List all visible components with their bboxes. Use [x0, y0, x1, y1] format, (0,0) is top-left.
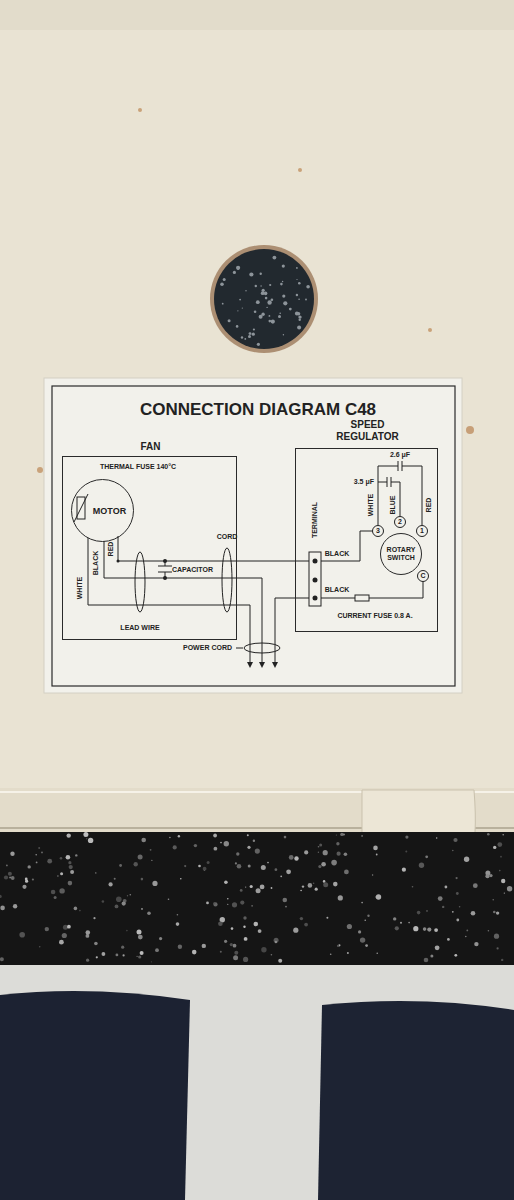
capacitance-value: 2.6 μF	[390, 451, 410, 459]
box-heading: SPEED REGULATOR	[323, 419, 413, 443]
fan-box: FANMOTOR	[62, 456, 237, 640]
symbol-label: MOTOR	[93, 506, 126, 516]
wire-color: BLUE	[389, 495, 397, 514]
wire-color: BLACK	[325, 550, 350, 558]
wire-color: RED	[425, 498, 433, 513]
box-heading: FAN	[63, 441, 238, 453]
wire-color: BLACK	[92, 551, 100, 576]
power-cord-label: POWER CORD	[183, 644, 232, 652]
pin-number: 1	[420, 527, 424, 535]
rotary-switch-symbol: ROTARY SWITCH	[380, 533, 422, 575]
terminal-label: TERMINAL	[311, 502, 319, 538]
wire-color: WHITE	[367, 494, 375, 517]
diagram-title: CONNECTION DIAGRAM C48	[140, 400, 376, 420]
wire-color: RED	[107, 542, 115, 557]
current-fuse-label: CURRENT FUSE 0.8 A.	[337, 612, 412, 620]
capacitance-value: 3.5 μF	[354, 478, 374, 486]
motor-symbol: MOTOR	[71, 479, 134, 542]
symbol-label: ROTARY SWITCH	[383, 546, 419, 562]
pin-number: 3	[376, 527, 380, 535]
lead-wire-label: LEAD WIRE	[120, 624, 159, 632]
capacitor-label: CAPACITOR	[172, 566, 213, 574]
wire-connector	[237, 561, 295, 562]
pin-number: 2	[398, 518, 402, 526]
cord-label: CORD	[217, 533, 238, 541]
wire-color: BLACK	[325, 586, 350, 594]
speed-regulator-box: SPEED REGULATORROTARY SWITCH	[295, 448, 438, 632]
wire-color: WHITE	[76, 577, 84, 600]
thermal-fuse-label: THERMAL FUSE 140°C	[100, 463, 176, 471]
pin-number: C	[420, 572, 425, 580]
